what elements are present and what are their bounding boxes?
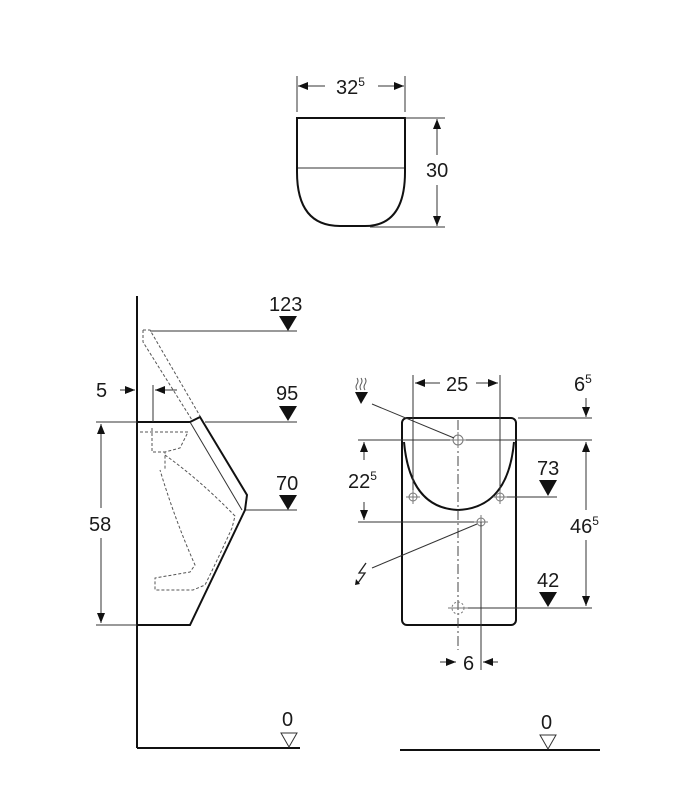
height-top-label: 123 [269, 294, 302, 316]
outlet-height-label: 42 [537, 570, 559, 592]
outlet-crosshair-icon [448, 601, 468, 615]
dim-width: 325 [336, 75, 365, 99]
supply-to-power-label: 225 [348, 469, 377, 493]
body-height-label: 58 [89, 514, 111, 536]
level-triangle-icon [280, 732, 298, 749]
dim-depth: 30 [426, 160, 448, 182]
level-triangle-icon [539, 734, 557, 751]
level-triangle-icon [539, 592, 557, 607]
top-offset-label: 65 [574, 372, 592, 396]
urinal-side-outline [137, 415, 249, 626]
supply-to-outlet-label: 465 [570, 514, 599, 538]
top-view: 325 30 [296, 75, 448, 228]
wall-offset-label: 5 [96, 380, 107, 402]
floor-level-label: 0 [282, 709, 293, 731]
floor-level-label: 0 [541, 712, 552, 734]
fixing-height-label: 73 [537, 458, 559, 480]
level-triangle-icon [279, 316, 297, 331]
front-view: 25 65 225 73 465 42 [348, 372, 600, 751]
lightning-icon [355, 562, 367, 585]
heat-waves-icon [355, 377, 368, 404]
level-triangle-icon [279, 495, 297, 510]
fixing-spacing-label: 25 [446, 374, 468, 396]
urinal-top-outline [296, 117, 406, 227]
level-triangle-icon [279, 406, 297, 421]
fixing-point-icon [406, 490, 420, 504]
height-front-label: 70 [276, 473, 298, 495]
level-triangle-icon [539, 480, 557, 496]
power-offset-label: 6 [463, 653, 474, 675]
fixing-point-icon [493, 490, 507, 504]
water-supply-crosshair-icon [450, 432, 466, 448]
side-view: 0 123 95 70 5 58 [89, 294, 302, 749]
height-rim-label: 95 [276, 383, 298, 405]
